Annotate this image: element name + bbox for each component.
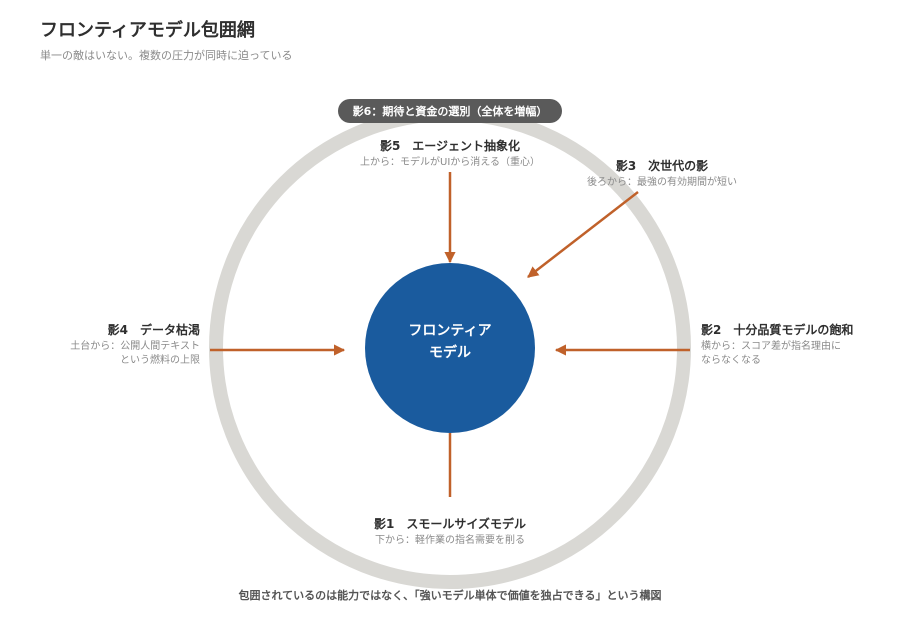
page-title: フロンティアモデル包囲網	[40, 20, 255, 41]
arrow-shadow3	[527, 191, 639, 278]
frontier-model-core	[365, 263, 535, 433]
shadow2-label: 影2 十分品質モデルの飽和	[701, 323, 854, 337]
shadow5-label: 影5 エージェント抽象化	[379, 139, 521, 153]
shadow4-desc-line2: という燃料の上限	[120, 355, 200, 366]
shadow4-label: 影4 データ枯渇	[107, 323, 200, 337]
core-label-line1: フロンティア	[408, 323, 492, 339]
shadow1-label: 影1 スモールサイズモデル	[374, 517, 526, 531]
bottom-caption: 包囲されているのは能力ではなく、「強いモデル単体で価値を独占できる」という構図	[238, 589, 662, 602]
shadow1-desc: 下から：軽作業の指名需要を削る	[375, 535, 525, 546]
shadow3-label: 影3 次世代の影	[615, 159, 709, 173]
shadow4-desc-line1: 土台から：公開人間テキスト	[70, 341, 200, 352]
shadow2-desc-line2: ならなくなる	[701, 355, 761, 366]
page-subtitle: 単一の敵はいない。複数の圧力が同時に迫っている	[40, 49, 293, 62]
core-label: フロンティア モデル	[365, 320, 535, 364]
shadow3-desc: 後ろから：最強の有効期間が短い	[587, 177, 737, 188]
shadow5-desc: 上から：モデルがUIから消える（重心）	[360, 157, 540, 168]
shadow6-pill: 影6：期待と資金の選別（全体を増幅）	[338, 99, 562, 123]
shadow2-desc-line1: 横から：スコア差が指名理由に	[701, 341, 841, 352]
core-label-line2: モデル	[429, 345, 471, 361]
